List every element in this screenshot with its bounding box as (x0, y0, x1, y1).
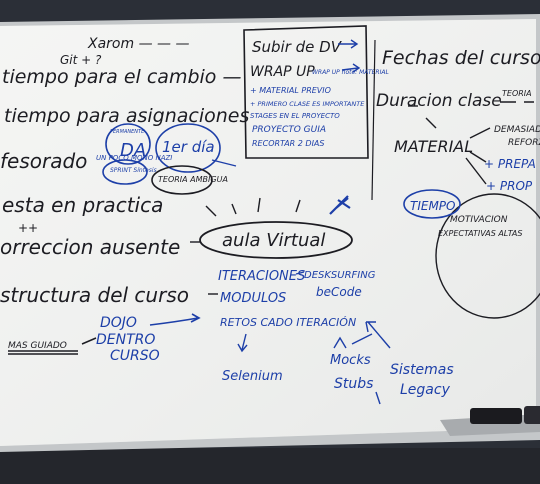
center-selenium: Selenium (222, 369, 283, 384)
center-box-content: Subir de DV WRAP UP WRAP UP note: MATERI… (250, 38, 389, 148)
bubble-da (105, 123, 151, 165)
line-bubble-connector (211, 159, 237, 167)
blue-scribble-mark (329, 195, 351, 215)
center-modulos: MODULOS (220, 291, 286, 306)
center-item-wrapup: WRAP UP (250, 64, 315, 80)
right-reforzar: REFORZAR (508, 138, 540, 148)
hash-mocks (333, 336, 347, 349)
center-iteraciones: ITERACIONES (218, 269, 305, 284)
center-sistemas: Sistemas (390, 362, 454, 378)
arrow-mas-guiado-dojo (81, 337, 97, 345)
aula-virtual-label: aula Virtual (222, 230, 325, 251)
center-item-wrapup-note: WRAP UP note: MATERIAL (312, 69, 389, 76)
bubble-da-big: DA (120, 140, 146, 161)
right-expectativas: EXPECTATIVAS ALTAS (438, 229, 522, 238)
line-material-prep2 (465, 157, 487, 185)
center-list: ITERACIONES DESKSURFING MODULOS beCode R… (218, 269, 454, 398)
line-duracion-material (425, 117, 437, 129)
text-profesorado: fesorado (0, 149, 87, 173)
ray-1 (205, 205, 217, 217)
arrow-iter-desk (295, 271, 305, 275)
right-material: MATERIAL (394, 137, 473, 156)
center-arrows (237, 271, 391, 405)
right-tiempo: TIEMPO (410, 199, 456, 213)
arrow-mocks (351, 333, 373, 345)
right-fechas: Fechas del curso (382, 47, 540, 69)
left-column: Xarom — — — Git + ? tiempo para el cambi… (0, 36, 249, 351)
right-motivacion: MOTIVACION (450, 215, 508, 225)
bubble-primer-dia-label: 1er día (162, 138, 215, 156)
dojo-group: DOJO DENTRO CURSO (96, 315, 160, 364)
center-desksurfing: DESKSURFING (304, 270, 376, 281)
bubble-sprint-label: SPRINT Síntesis (110, 167, 157, 174)
bubble-labels: PERMANENTE DA 1er día SPRINT Síntesis TE… (110, 129, 228, 184)
text-tiempo-cambio: tiempo para el cambio — (2, 66, 241, 88)
text-xarom: Xarom — — — (87, 36, 189, 52)
right-duracion: Duracion clase (376, 91, 502, 111)
arrowhead-dojo-retos (190, 313, 201, 323)
bubble-primer-dia (155, 123, 221, 173)
bubble-da-small: PERMANENTE (110, 129, 145, 135)
text-correccion: orreccion ausente (0, 235, 180, 259)
dojo-line-1: DOJO (100, 315, 137, 331)
dojo-line-3: CURSO (110, 348, 160, 364)
center-box-frame (243, 25, 369, 159)
arrow-sistemas (365, 321, 391, 349)
arrow-subir (338, 39, 359, 49)
arrow-selenium (237, 333, 248, 353)
right-lines (425, 101, 540, 319)
center-legacy: Legacy (400, 382, 451, 398)
center-item-primera-clase: + PRIMERO CLASE ES IMPORTANTE (250, 100, 365, 108)
right-prep2: + PROP (486, 179, 533, 193)
ray-3 (257, 197, 261, 213)
text-nazi-note: UN POCO MONO NAZI (96, 154, 172, 162)
line-material-prep1 (469, 151, 487, 163)
ray-2 (231, 203, 237, 215)
right-prep1: + PREPA (484, 157, 536, 171)
board-lighting (0, 19, 536, 446)
arrow-wrapup (341, 63, 361, 73)
center-item-recortar: RECORTAR 2 DIAS (252, 139, 324, 148)
bubble-sprint (102, 159, 148, 185)
ray-4 (295, 199, 301, 213)
bubbles (102, 123, 221, 195)
center-mocks: Mocks (330, 353, 371, 368)
tick-stubs (375, 391, 381, 405)
right-column: Fechas del curso Duracion clase TEORIA M… (376, 47, 540, 238)
eraser-2 (524, 406, 540, 424)
center-item-stages: STAGES EN EL PROYECTO (250, 112, 340, 120)
text-plusplus: ++ (18, 221, 38, 235)
center-becode: beCode (316, 285, 362, 299)
text-esta-practica: esta en practica (2, 193, 163, 217)
text-estructura: structura del curso (0, 283, 189, 307)
bubble-teoria-label: TEORIA AMBIGUA (158, 175, 228, 184)
text-mas-guiado: MAS GUIADO (8, 341, 67, 351)
center-retos: RETOS CADO ITERACIÓN (220, 316, 356, 329)
right-teoria: TEORIA (502, 89, 532, 98)
dojo-line-2: DENTRO (96, 332, 155, 348)
aula-rays (205, 197, 301, 217)
center-box-arrows (338, 39, 361, 73)
text-tiempo-asignaciones: tiempo para asignaciones (4, 105, 249, 127)
aula-virtual-oval (199, 221, 353, 259)
vertical-divider (371, 39, 376, 201)
text-gitmark: Git + ? (60, 53, 102, 67)
tiempo-oval (403, 189, 461, 219)
bubble-teoria (151, 165, 213, 195)
motivacion-circle (435, 193, 540, 319)
floor-shadow (0, 448, 540, 484)
line-material-demasiado (469, 127, 491, 139)
arrow-dojo-retos (149, 317, 199, 326)
center-item-proyecto-guia: PROYECTO GUIA (252, 125, 326, 135)
eraser (470, 408, 522, 424)
right-demasiado: DEMASIADO (494, 125, 540, 135)
center-item-subir: Subir de DV (252, 38, 343, 56)
center-item-material-previo: + MATERIAL PREVIO (250, 86, 331, 95)
center-stubs: Stubs (334, 376, 373, 392)
